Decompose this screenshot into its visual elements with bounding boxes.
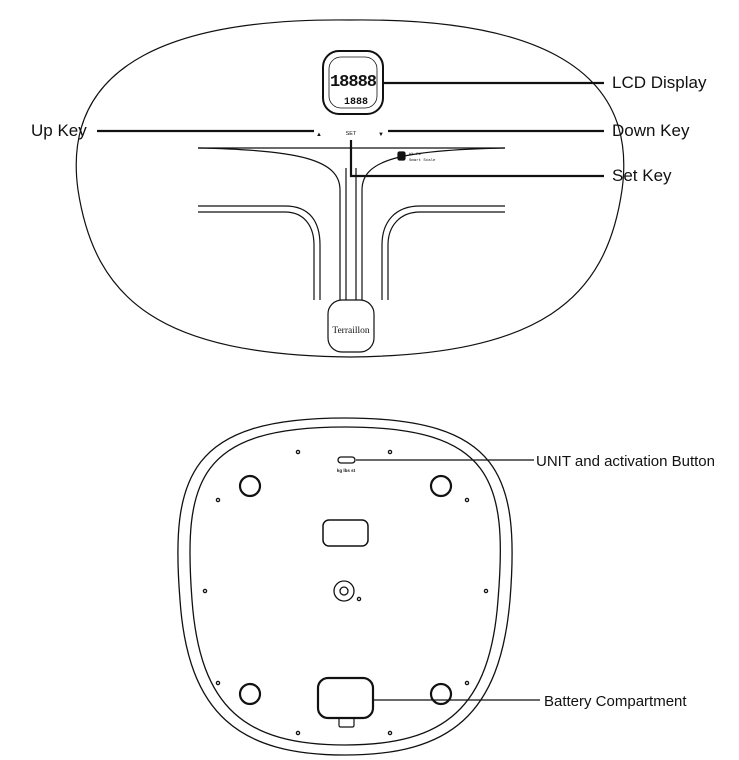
foot-bottom-left — [238, 682, 262, 706]
foot-top-left — [238, 474, 262, 498]
unit-marks: kg lbs st — [337, 468, 356, 473]
label-slot — [322, 519, 369, 547]
up-key-label: Up Key — [31, 121, 87, 140]
battery-compartment[interactable] — [316, 676, 375, 720]
scale-top-outline — [75, 19, 625, 358]
wifi-badge-icon — [397, 151, 406, 161]
set-key-callout-line — [349, 140, 604, 178]
battery-compartment-label: Battery Compartment — [544, 693, 687, 710]
brand-logo: Terraillon — [332, 326, 370, 336]
down-key[interactable]: ▼ — [378, 132, 384, 138]
scale-bottom-inner-outline — [189, 426, 501, 746]
brand-badge — [327, 299, 375, 353]
right-lower-line — [381, 205, 505, 300]
lcd-sub-digits: 1888 — [344, 97, 368, 108]
set-key-label: Set Key — [612, 166, 672, 185]
lcd-display-label: LCD Display — [612, 73, 707, 92]
left-lower-line — [198, 205, 321, 300]
top-callout-lines — [97, 81, 604, 178]
bottom-callout-lines — [356, 459, 540, 701]
scale-bottom-view — [177, 417, 513, 756]
unit-button-label: UNIT and activation Button — [536, 453, 715, 470]
scale-bottom-outline — [177, 417, 513, 756]
set-key[interactable]: SET — [346, 131, 357, 137]
lcd-display — [322, 50, 384, 115]
lcd-main-digits: 18888 — [330, 73, 377, 92]
scale-top-view — [75, 19, 625, 358]
battery-latch[interactable] — [338, 717, 355, 728]
down-key-label: Down Key — [612, 121, 690, 140]
up-key[interactable]: ▲ — [316, 132, 322, 138]
wifi-label-line2: Smart Scale — [409, 158, 436, 163]
unit-button[interactable] — [337, 456, 356, 464]
center-screw-outer — [333, 580, 355, 602]
foot-bottom-right — [429, 682, 453, 706]
center-screw-inner — [339, 586, 349, 596]
wifi-label-line1: Wi-Fi — [409, 152, 422, 157]
foot-top-right — [429, 474, 453, 498]
